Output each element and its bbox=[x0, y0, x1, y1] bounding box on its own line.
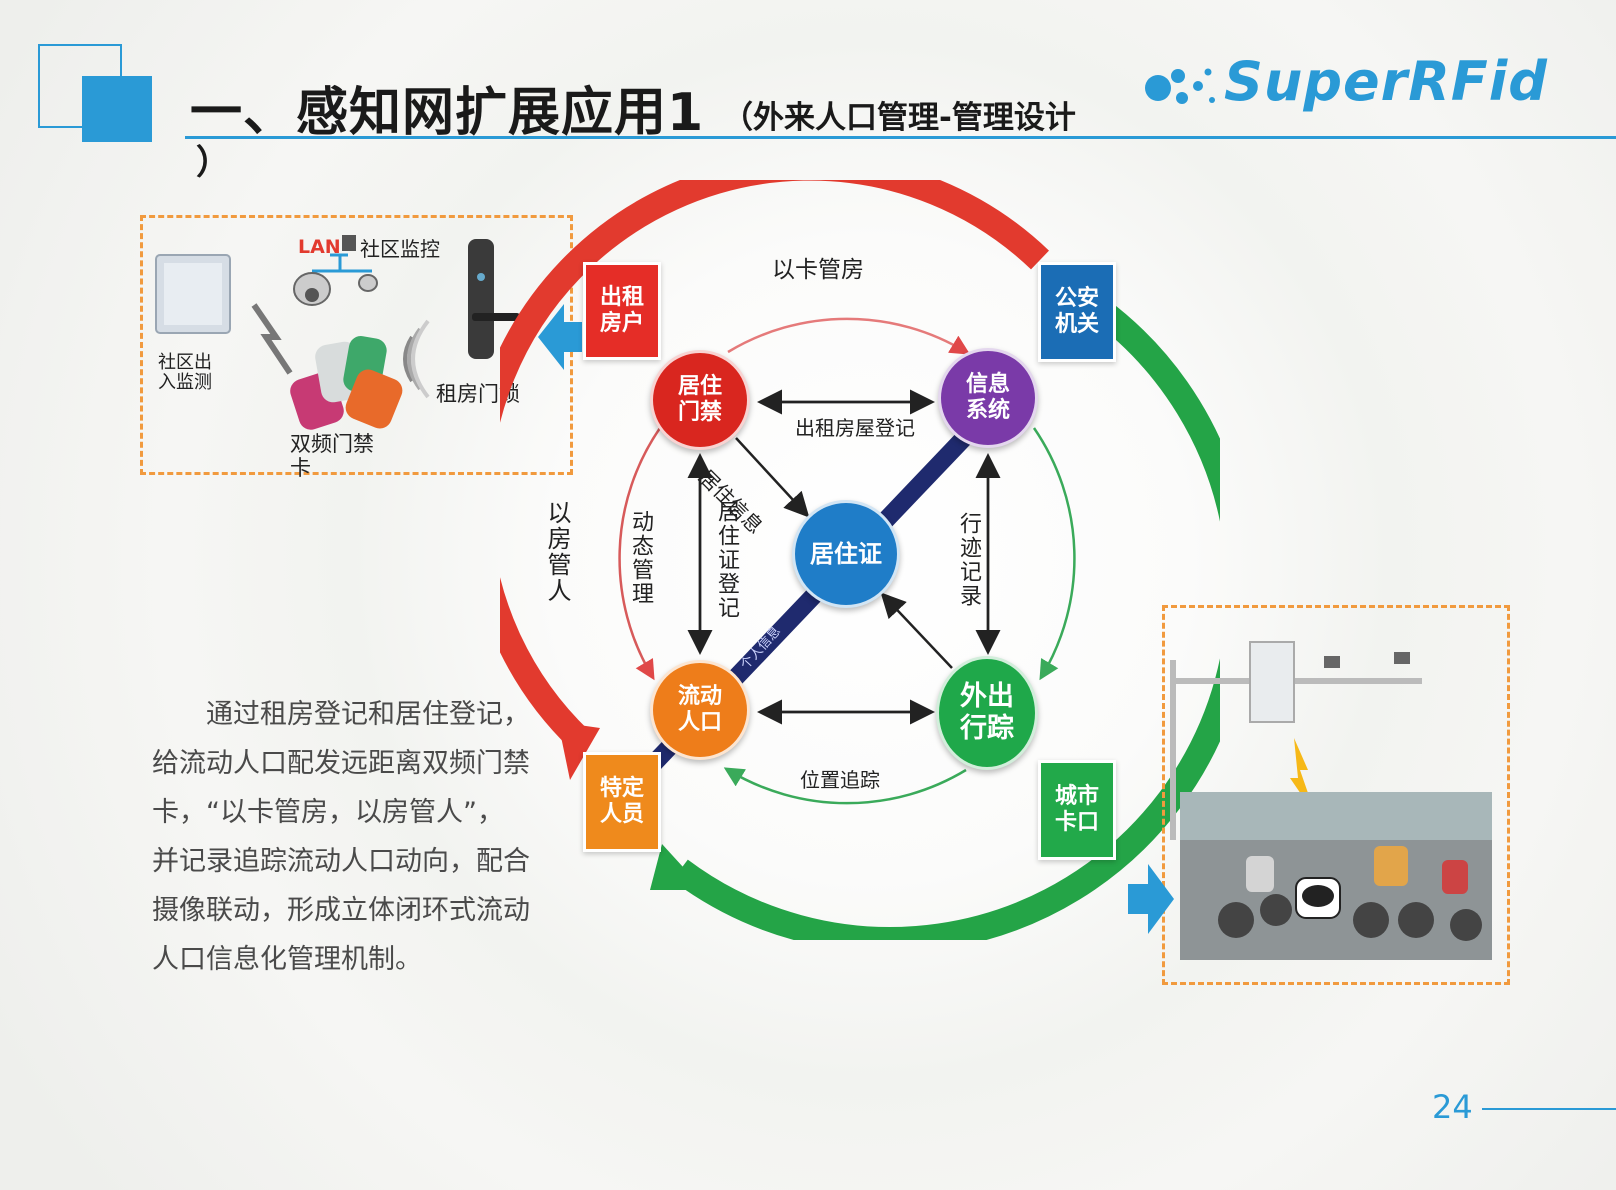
page-number-line bbox=[1482, 1108, 1616, 1110]
residence-access-line1: 居住 bbox=[677, 374, 722, 399]
paragraph-line: 通过租房登记和居住登记， bbox=[152, 699, 530, 730]
outing-trace-node: 外出行踪 bbox=[936, 656, 1038, 770]
residence-access-line2: 门禁 bbox=[677, 400, 722, 425]
special-personnel-box: 特定人员 bbox=[583, 752, 661, 852]
info-system-line1: 信息 bbox=[965, 372, 1010, 397]
entry-monitor-label-line1: 社区出 bbox=[158, 352, 212, 373]
outing-trace-line1: 外出 bbox=[960, 681, 1014, 712]
entry-monitor-label-line2: 入监测 bbox=[158, 372, 212, 393]
outer-left-label: 以房管人 bbox=[543, 500, 571, 604]
permit-registration-label: 居住证登记 bbox=[714, 500, 739, 620]
checkpoint-illustration bbox=[1170, 641, 1492, 960]
community-monitor-label: 社区监控 bbox=[360, 237, 440, 261]
description-paragraph: 通过租房登记和居住登记， 给流动人口配发远距离双频门禁 卡，“以卡管房，以房管人… bbox=[152, 690, 552, 984]
rental-household-box: 出租房户 bbox=[583, 262, 661, 360]
outing-trace-line2: 行踪 bbox=[960, 713, 1014, 744]
dual-freq-card-label-line2: 卡 bbox=[290, 456, 311, 480]
info-system-node: 信息系统 bbox=[938, 348, 1038, 448]
police-box: 公安机关 bbox=[1038, 262, 1116, 362]
paragraph-line: 人口信息化管理机制。 bbox=[152, 944, 422, 975]
residence-permit-node: 居住证 bbox=[792, 500, 900, 608]
lan-label: LAN bbox=[298, 236, 341, 258]
residence-permit-label: 居住证 bbox=[810, 540, 882, 568]
title-underline bbox=[185, 136, 1616, 139]
checkpoint-illustration-box bbox=[1162, 605, 1510, 985]
city-checkpoint-line2: 卡口 bbox=[1054, 810, 1099, 835]
outer-top-label: 以卡管房 bbox=[772, 257, 864, 283]
page-subtitle-close: ） bbox=[196, 143, 230, 183]
floating-population-node: 流动人口 bbox=[650, 660, 750, 760]
title-decoration-square bbox=[82, 76, 152, 142]
rental-household-line2: 房户 bbox=[599, 311, 644, 336]
residence-access-node: 居住门禁 bbox=[650, 350, 750, 450]
police-line1: 公安 bbox=[1054, 286, 1099, 311]
floating-population-line1: 流动 bbox=[677, 684, 722, 709]
page-subtitle: （外来人口管理-管理设计 bbox=[722, 100, 1076, 136]
police-line2: 机关 bbox=[1054, 312, 1099, 337]
page-number: 24 bbox=[1432, 1088, 1473, 1126]
paragraph-line: 卡，“以卡管房，以房管人”， bbox=[152, 797, 504, 828]
left-arrow-icon bbox=[538, 304, 582, 370]
special-personnel-line1: 特定 bbox=[599, 776, 644, 801]
dots-logo-icon bbox=[1145, 68, 1215, 104]
page-title: 一、感知网扩展应用1 bbox=[190, 83, 705, 143]
paragraph-line: 并记录追踪流动人口动向，配合 bbox=[152, 846, 530, 877]
community-equipment-illustration bbox=[155, 235, 520, 430]
info-system-line2: 系统 bbox=[965, 398, 1010, 423]
city-checkpoint-line1: 城市 bbox=[1054, 784, 1099, 809]
rental-registration-label: 出租房屋登记 bbox=[795, 416, 915, 440]
special-personnel-line2: 人员 bbox=[599, 802, 644, 827]
right-arrow-icon bbox=[1128, 864, 1174, 934]
floating-population-line2: 人口 bbox=[677, 710, 722, 735]
brand-logo: SuperRFid bbox=[1224, 50, 1548, 113]
rental-household-line1: 出租 bbox=[599, 285, 644, 310]
paragraph-line: 摄像联动，形成立体闭环式流动 bbox=[152, 895, 530, 926]
paragraph-line: 给流动人口配发远距离双频门禁 bbox=[152, 748, 530, 779]
dynamic-management-label: 动态管理 bbox=[628, 510, 653, 606]
city-checkpoint-box: 城市卡口 bbox=[1038, 760, 1116, 860]
trace-record-label: 行迹记录 bbox=[956, 512, 981, 608]
location-tracking-label: 位置追踪 bbox=[800, 768, 880, 792]
dual-freq-card-label-line1: 双频门禁 bbox=[290, 432, 374, 456]
